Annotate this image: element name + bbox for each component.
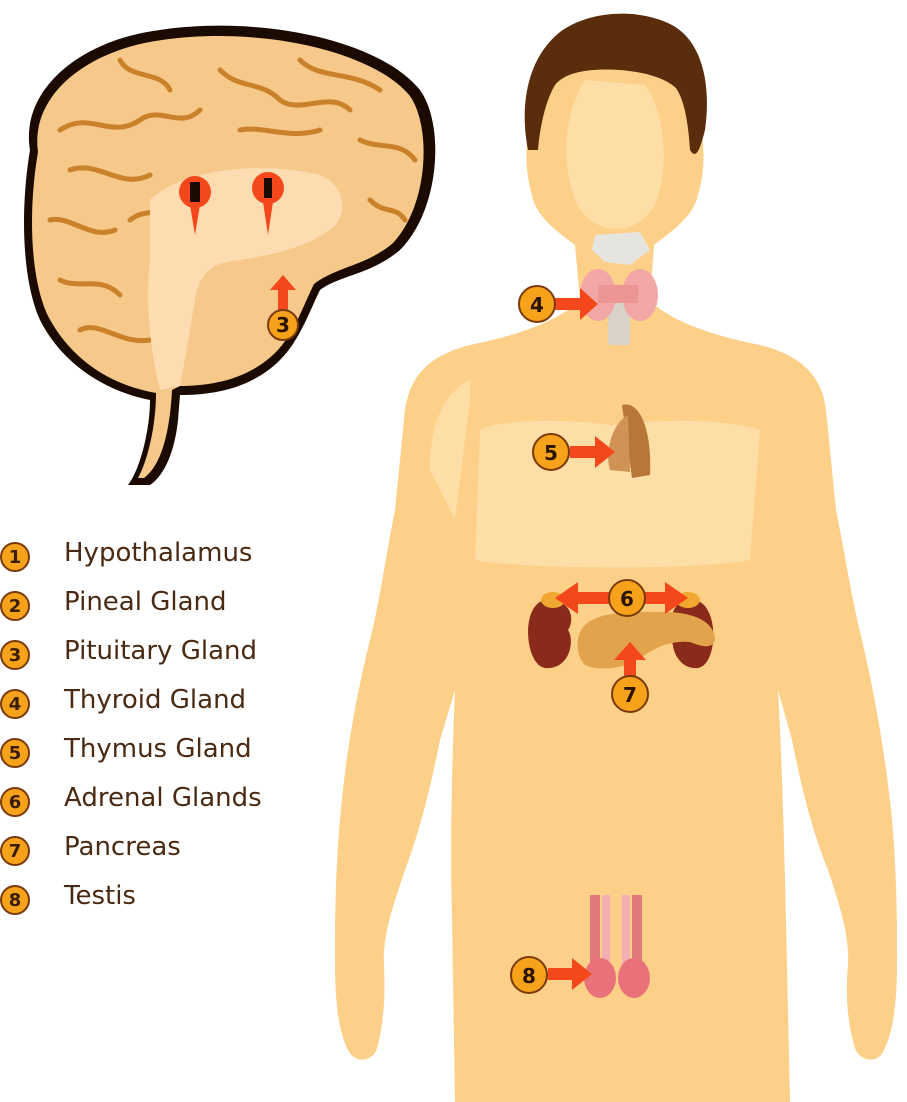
legend-badge: 8 (0, 885, 30, 915)
legend-badge: 1 (0, 542, 30, 572)
marker-5: 5 (533, 434, 569, 470)
legend-badge: 2 (0, 591, 30, 621)
legend-item-pituitary-gland: 3 Pituitary Gland (0, 633, 320, 673)
legend-badge: 3 (0, 640, 30, 670)
legend-label: Thymus Gland (64, 734, 252, 764)
legend-item-thyroid-gland: 4 Thyroid Gland (0, 682, 320, 722)
legend-label: Adrenal Glands (64, 783, 262, 813)
marker-3-label: 3 (276, 313, 290, 337)
marker-7: 7 (612, 676, 648, 712)
legend-badge: 4 (0, 689, 30, 719)
legend-label: Testis (64, 881, 136, 911)
legend-item-testis: 8 Testis (0, 878, 320, 918)
marker-7-label: 7 (623, 683, 637, 707)
legend-badge: 6 (0, 787, 30, 817)
legend-label: Thyroid Gland (64, 685, 246, 715)
marker-3: 3 (268, 310, 298, 340)
legend-label: Pineal Gland (64, 587, 227, 617)
legend-item-pineal-gland: 2 Pineal Gland (0, 584, 320, 624)
legend-badge: 5 (0, 738, 30, 768)
legend-item-thymus-gland: 5 Thymus Gland (0, 731, 320, 771)
marker-8-label: 8 (522, 964, 536, 988)
legend-badge: 7 (0, 836, 30, 866)
marker-4-label: 4 (530, 293, 544, 317)
marker-6-label: 6 (620, 587, 634, 611)
marker-4: 4 (519, 286, 555, 322)
legend-label: Pancreas (64, 832, 181, 862)
legend-item-hypothalamus: 1 Hypothalamus (0, 535, 320, 575)
brain-illustration (24, 26, 435, 485)
marker-5-label: 5 (544, 441, 558, 465)
marker-8: 8 (511, 957, 547, 993)
legend-label: Pituitary Gland (64, 636, 257, 666)
marker-6: 6 (609, 580, 645, 616)
legend-item-pancreas: 7 Pancreas (0, 829, 320, 869)
legend-label: Hypothalamus (64, 538, 252, 568)
legend-item-adrenal-glands: 6 Adrenal Glands (0, 780, 320, 820)
